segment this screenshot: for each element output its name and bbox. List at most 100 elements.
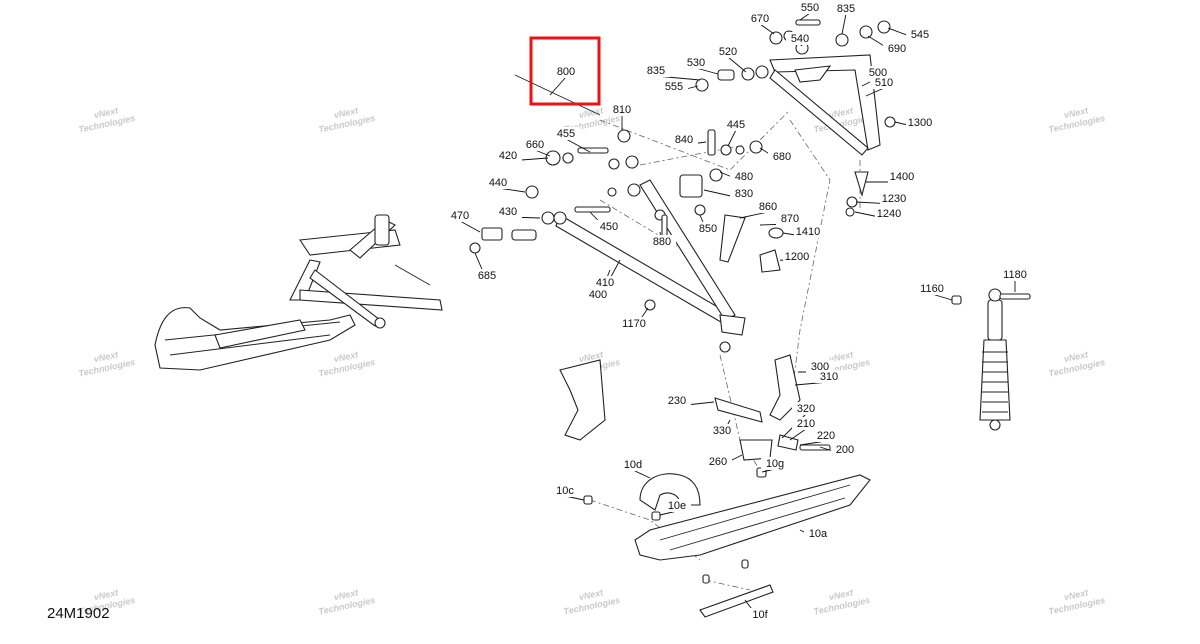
part-label-1410: 1410 xyxy=(796,226,820,238)
label-background xyxy=(783,250,811,263)
part-label-445: 445 xyxy=(727,119,745,131)
part-label-200: 200 xyxy=(836,444,854,456)
label-background xyxy=(794,225,822,238)
label-background xyxy=(722,118,750,131)
leader-line xyxy=(799,12,811,21)
label-background xyxy=(608,103,636,116)
label-background xyxy=(663,499,691,512)
label-background xyxy=(812,429,840,442)
label-background xyxy=(875,207,903,220)
part-label-230: 230 xyxy=(668,395,686,407)
label-background xyxy=(761,457,789,470)
leader-line xyxy=(865,87,885,97)
label-background xyxy=(906,28,934,41)
part-label-800: 800 xyxy=(557,66,575,78)
label-background xyxy=(746,608,774,621)
leader-line xyxy=(841,13,847,35)
label-background xyxy=(883,42,911,55)
shock-absorber xyxy=(951,288,1031,431)
bottom-ski xyxy=(583,467,871,618)
part-label-260: 260 xyxy=(709,456,727,468)
part-label-670: 670 xyxy=(751,13,769,25)
part-label-840: 840 xyxy=(675,134,693,146)
label-background xyxy=(768,150,796,163)
leader-line xyxy=(727,129,737,147)
part-label-310: 310 xyxy=(820,371,838,383)
part-label-1240: 1240 xyxy=(877,208,901,220)
part-label-660: 660 xyxy=(526,139,544,151)
leader-line xyxy=(632,469,651,479)
label-background xyxy=(1001,268,1029,281)
label-background xyxy=(746,12,774,25)
label-background xyxy=(792,417,820,430)
label-background xyxy=(694,222,722,235)
part-label-1400: 1400 xyxy=(890,171,914,183)
part-label-860: 860 xyxy=(759,201,777,213)
part-label-810: 810 xyxy=(613,104,631,116)
label-background xyxy=(584,288,612,301)
part-label-210: 210 xyxy=(797,418,815,430)
part-label-835: 835 xyxy=(837,3,855,15)
label-background xyxy=(521,138,549,151)
label-background xyxy=(704,455,732,468)
part-label-510: 510 xyxy=(875,77,893,89)
part-label-420: 420 xyxy=(499,150,517,162)
leader-line xyxy=(459,220,481,233)
label-background xyxy=(776,212,804,225)
part-label-520: 520 xyxy=(719,46,737,58)
label-background xyxy=(714,45,742,58)
part-label-400: 400 xyxy=(589,289,607,301)
lower-a-arm xyxy=(555,179,746,336)
label-background xyxy=(551,484,579,497)
label-background xyxy=(864,66,892,79)
spindle-brackets xyxy=(559,354,831,461)
part-label-530: 530 xyxy=(687,57,705,69)
label-background xyxy=(806,360,834,373)
label-background xyxy=(786,32,814,45)
label-background xyxy=(552,65,580,78)
label-background xyxy=(494,205,522,218)
part-label-320: 320 xyxy=(797,403,815,415)
part-label-10d: 10d xyxy=(624,459,642,471)
label-background xyxy=(792,402,820,415)
label-background xyxy=(473,269,501,282)
upper-a-arm xyxy=(769,54,881,156)
part-label-455: 455 xyxy=(557,128,575,140)
part-label-830: 830 xyxy=(735,188,753,200)
label-background xyxy=(595,220,623,233)
part-label-1170: 1170 xyxy=(622,318,646,330)
label-background xyxy=(880,192,908,205)
part-label-480: 480 xyxy=(735,171,753,183)
label-background xyxy=(670,133,698,146)
part-label-410: 410 xyxy=(596,277,614,289)
part-label-430: 430 xyxy=(499,206,517,218)
part-labels: 8008104556604204404304706854504104001170… xyxy=(446,1,1029,621)
part-label-330: 330 xyxy=(713,425,731,437)
label-background xyxy=(642,64,670,77)
part-label-10g: 10g xyxy=(766,458,784,470)
label-background xyxy=(494,149,522,162)
part-label-220: 220 xyxy=(817,430,835,442)
label-background xyxy=(804,527,832,540)
label-background xyxy=(660,80,688,93)
part-label-555: 555 xyxy=(665,81,683,93)
part-label-850: 850 xyxy=(699,223,717,235)
part-label-880: 880 xyxy=(653,236,671,248)
part-label-690: 690 xyxy=(888,43,906,55)
part-label-540: 540 xyxy=(791,33,809,45)
part-label-450: 450 xyxy=(600,221,618,233)
leader-line xyxy=(549,76,567,96)
label-background xyxy=(906,116,934,129)
label-background xyxy=(831,443,859,456)
label-background xyxy=(730,187,758,200)
label-background xyxy=(552,127,580,140)
part-label-835: 835 xyxy=(647,65,665,77)
part-label-10c: 10c xyxy=(556,485,574,497)
